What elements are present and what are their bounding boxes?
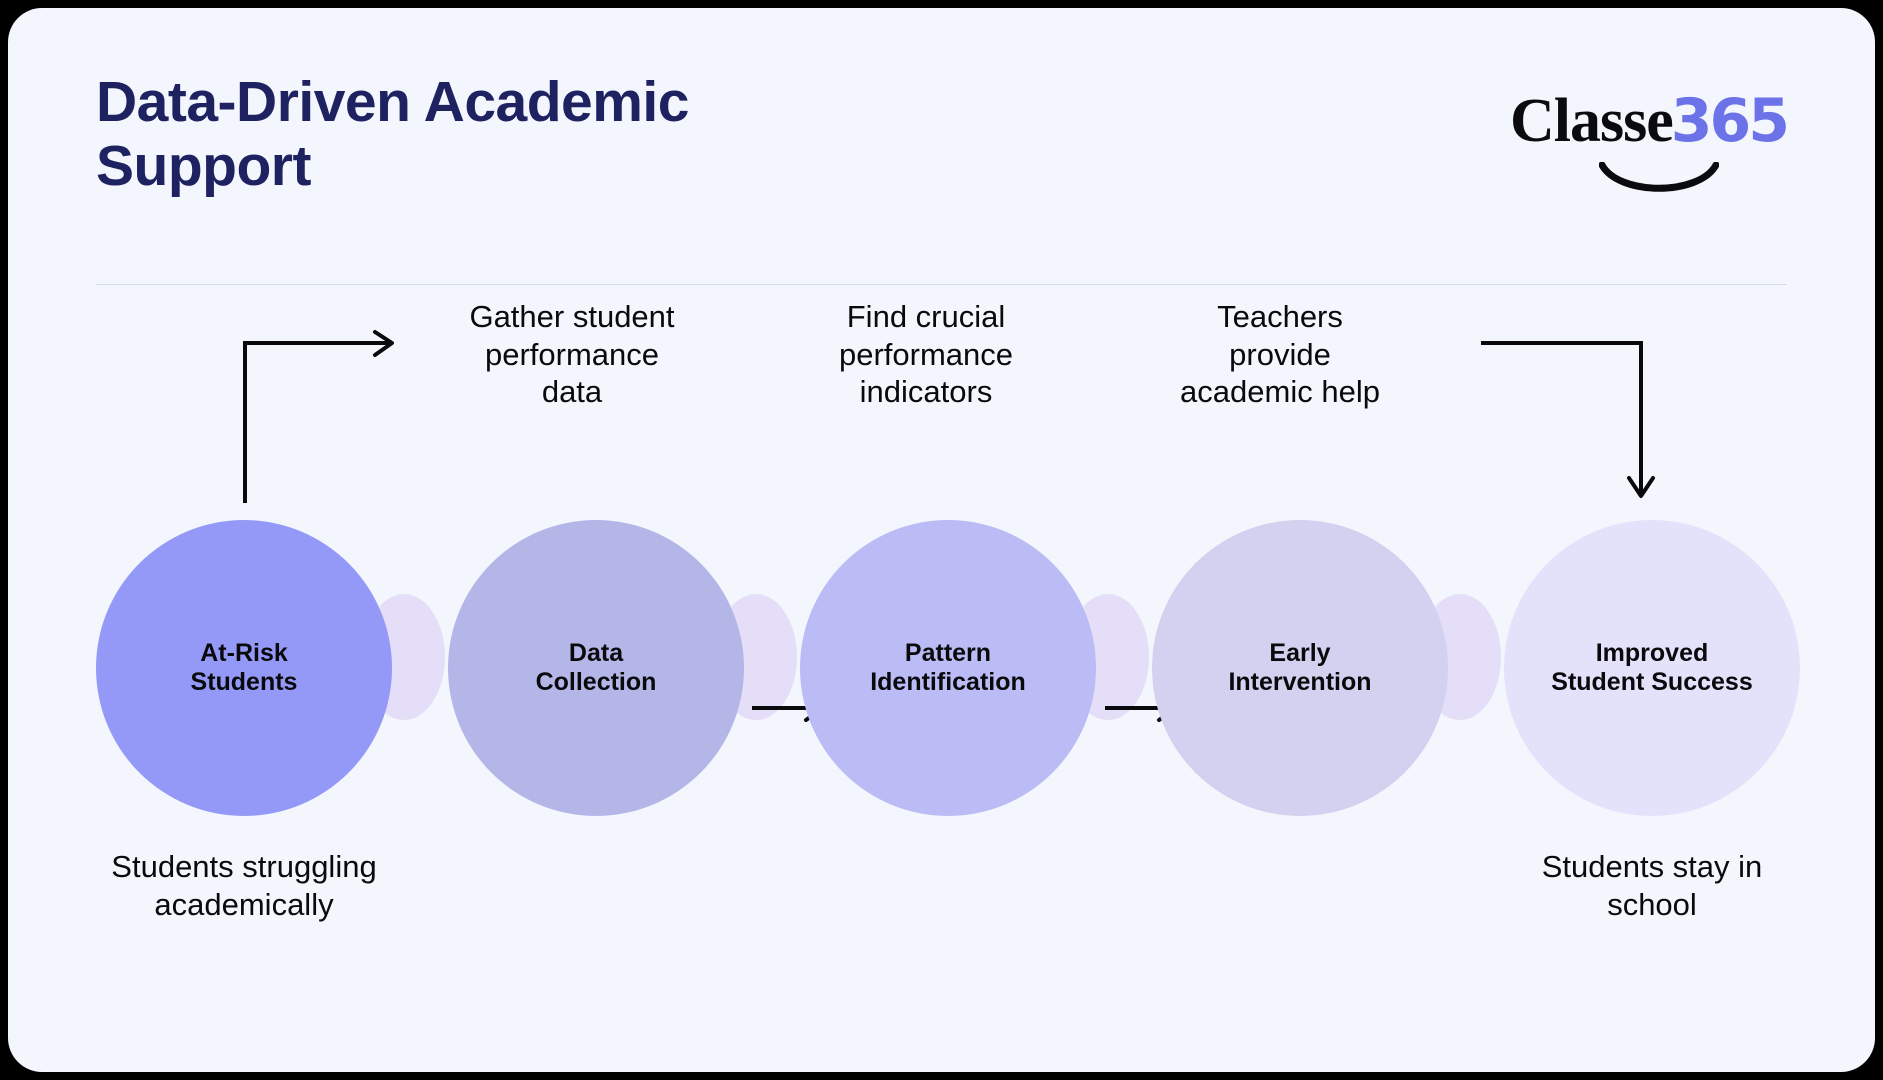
stage-circle-label: Improved Student Success [1551,638,1753,697]
stage-circle[interactable]: Early Intervention [1152,520,1448,816]
stage-pattern-identification: Find crucial performance indicators Patt… [800,299,1100,1008]
header-divider [96,284,1787,285]
process-flow-diagram: At-Risk Students Students struggling aca… [8,299,1875,1008]
page-title: Data-Driven Academic Support [96,70,689,199]
stage-circle-label: At-Risk Students [190,638,298,697]
stage-circle[interactable]: At-Risk Students [96,520,392,816]
stage-circle[interactable]: Data Collection [448,520,744,816]
stage-early-intervention: Teachers provide academic help Early Int… [1152,299,1452,1008]
stage-circle[interactable]: Pattern Identification [800,520,1096,816]
stage-circle-label: Data Collection [535,638,657,697]
stage-circle-label: Early Intervention [1228,638,1372,697]
smile-arc-icon [1599,162,1719,192]
logo-brand-suffix: 365 [1670,86,1790,156]
stage-data-collection: Gather student performance data Data Col… [448,299,748,1008]
stage-at-risk-students: At-Risk Students Students struggling aca… [96,308,396,1008]
stage-step-label: Gather student performance data [469,299,675,409]
stage-step-label: Find crucial performance indicators [838,299,1014,409]
stage-caption: Students stay in school [1541,849,1763,922]
stage-caption: Students struggling academically [111,849,377,922]
elbow-right-down-arrow [1481,341,1655,498]
stage-improved-student-success: Improved Student Success Students stay i… [1504,308,1804,1008]
stage-circle[interactable]: Improved Student Success [1504,520,1800,816]
stage-step-label: Teachers provide academic help [1180,299,1380,409]
stage-circle-label: Pattern Identification [870,638,1026,697]
logo-brand-text: Classe [1509,87,1674,155]
elbow-up-right-arrow [243,330,394,503]
